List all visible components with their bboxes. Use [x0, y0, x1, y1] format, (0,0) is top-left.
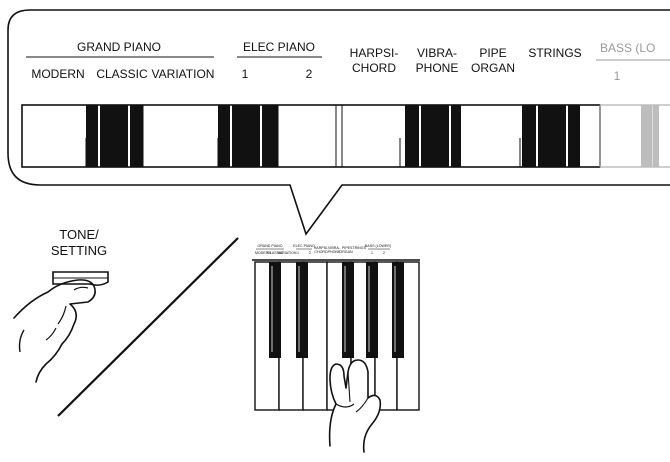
callout-panel: GRAND PIANO MODERN CLASSIC VARIATION ELE…: [7, 9, 670, 236]
tone-setting-button[interactable]: [52, 271, 109, 286]
callout-tone-label: CHORD: [352, 61, 396, 75]
black-key[interactable]: [269, 262, 281, 358]
callout-tone-label: VIBRA-: [417, 46, 457, 60]
callout-black-key: [130, 105, 143, 167]
callout-group-grand-piano: GRAND PIANO MODERN CLASSIC VARIATION: [26, 40, 214, 81]
callout-sub-label: VARIATION: [152, 67, 215, 81]
callout-sub-label: 2: [306, 67, 313, 81]
black-key[interactable]: [392, 262, 404, 358]
callout-black-key: [421, 105, 449, 167]
small-sub-label: 2: [309, 251, 311, 255]
small-group-title: ELEC PIANO: [293, 244, 315, 248]
separator-line: [57, 237, 239, 417]
callout-black-key-faded: [653, 105, 659, 167]
small-group-title: GRAND PIANO: [257, 244, 282, 248]
callout-sub-label: MODERN: [31, 67, 84, 81]
small-sub-label: 2: [383, 251, 385, 255]
callout-black-key: [218, 105, 230, 167]
callout-group-title: ELEC PIANO: [243, 40, 315, 54]
small-tone-label: VIBRA-: [328, 246, 341, 250]
callout-outline: [7, 9, 670, 236]
callout-black-key: [262, 105, 278, 167]
black-key[interactable]: [366, 262, 378, 358]
small-sub-label: 1: [371, 251, 373, 255]
callout-black-key: [451, 105, 461, 167]
small-sub-label: VARIATION: [278, 251, 297, 255]
tone-setting-label: TONE/: [59, 227, 99, 242]
small-sub-label: 1: [297, 251, 299, 255]
small-tone-label: ORGAN: [339, 250, 353, 254]
small-panel-labels: GRAND PIANO MODERN CLASSIC VARIATION ELE…: [255, 244, 391, 255]
callout-tone-label: STRINGS: [528, 46, 581, 60]
callout-tone-label: HARPSI-: [350, 46, 399, 60]
small-black-keys: [269, 262, 404, 358]
callout-black-key-faded: [641, 105, 652, 167]
hand-left-icon: [13, 279, 96, 383]
callout-group-title: BASS (LO: [600, 41, 655, 55]
small-group-title: BASS (LOWER): [365, 244, 391, 248]
callout-sub-label: 1: [614, 69, 621, 83]
callout-group-elec-piano: ELEC PIANO 1 2: [237, 40, 322, 81]
small-tone-label: HARPSI-: [314, 246, 329, 250]
small-tone-label: STRINGS: [350, 246, 367, 250]
callout-black-key: [405, 105, 419, 167]
small-tone-label: CHORD: [314, 250, 328, 254]
callout-black-key: [86, 105, 98, 167]
callout-tone-label: ORGAN: [471, 61, 515, 75]
small-sub-label: CLASSIC: [267, 251, 283, 255]
small-keyboard: GRAND PIANO MODERN CLASSIC VARIATION ELE…: [252, 244, 420, 453]
callout-sub-label: 1: [242, 67, 249, 81]
black-key[interactable]: [296, 262, 308, 358]
callout-tone-label: PHONE: [416, 61, 459, 75]
callout-black-key: [100, 105, 128, 167]
callout-black-key: [522, 105, 536, 167]
callout-group-bass: BASS (LO 1: [596, 41, 670, 83]
callout-black-key: [232, 105, 260, 167]
hand-right-icon: [328, 359, 382, 453]
callout-group-title: GRAND PIANO: [77, 40, 161, 54]
black-key[interactable]: [342, 262, 354, 358]
callout-black-key: [538, 105, 566, 167]
tone-setting-label: SETTING: [51, 243, 107, 258]
callout-tone-label: PIPE: [479, 46, 506, 60]
small-tone-label: PIPE: [342, 246, 351, 250]
small-tone-label: PHONE: [328, 250, 341, 254]
tone-setting-button-area: TONE/ SETTING: [13, 227, 109, 383]
small-sub-label: MODERN: [255, 251, 271, 255]
callout-black-key: [568, 105, 580, 167]
callout-sub-label: CLASSIC: [96, 67, 148, 81]
callout-keyboard: [21, 104, 670, 168]
